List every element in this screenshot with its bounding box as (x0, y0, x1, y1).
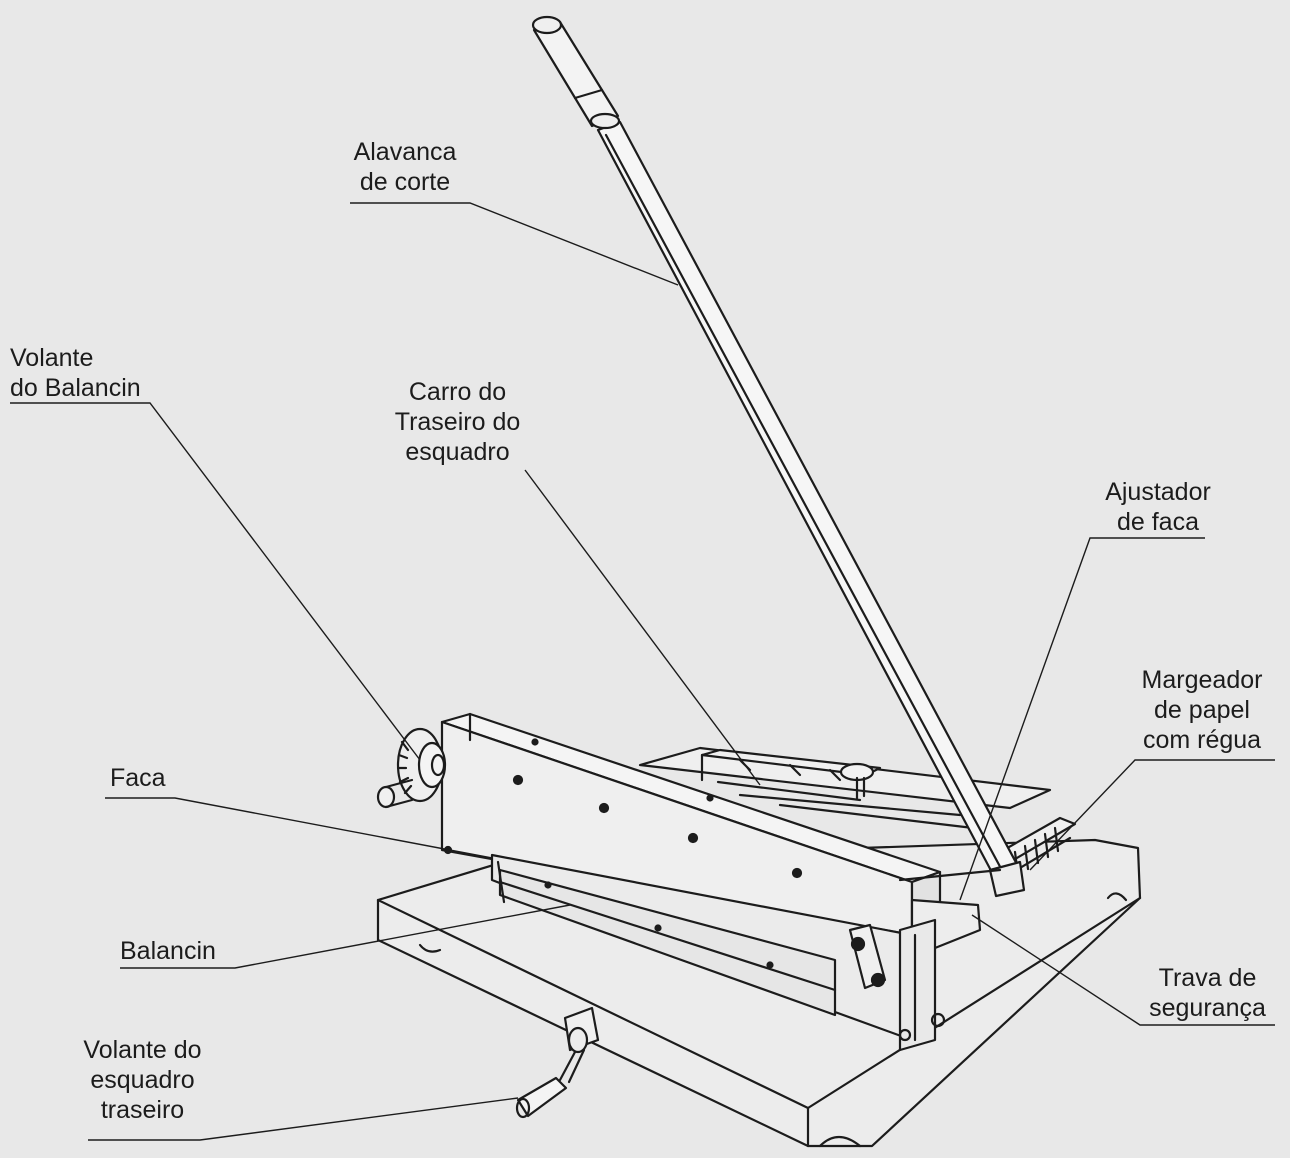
label-margeador: Margeador de papel com régua (1122, 665, 1282, 755)
label-line: traseiro (100, 1096, 185, 1124)
right-frame (848, 898, 982, 1052)
label-carro: Carro do Traseiro do esquadro (375, 377, 540, 467)
label-line: Balancin (120, 937, 216, 965)
label-line: de faca (1116, 508, 1199, 536)
label-trava: Trava de segurança (1135, 963, 1280, 1023)
label-line: Ajustador (1105, 478, 1211, 506)
leader-volante-balancin (10, 402, 421, 761)
leader-margeador (1029, 759, 1275, 871)
label-line: esquadro (90, 1066, 195, 1094)
leader-carro (524, 469, 761, 786)
label-line: Alavanca (353, 138, 457, 166)
label-line: Volante do (83, 1036, 202, 1064)
label-line: esquadro (405, 438, 510, 466)
label-line: do Balancin (10, 374, 141, 402)
label-line: de corte (359, 168, 451, 196)
label-line: Carro do (408, 378, 507, 406)
label-line: com régua (1142, 726, 1262, 754)
label-line: de papel (1154, 696, 1250, 724)
cutting-lever (531, 15, 1026, 898)
back-gauge-carriage (638, 746, 1052, 832)
blade-handwheel (376, 727, 447, 809)
leader-balancin (120, 904, 571, 969)
label-line: segurança (1149, 994, 1266, 1022)
leader-ajustador (959, 537, 1205, 901)
label-line: Trava de (1158, 964, 1257, 992)
label-line: Faca (110, 764, 166, 792)
label-line: Volante (10, 344, 94, 372)
leader-volante-esquadro (88, 1097, 519, 1141)
label-line: Margeador (1141, 666, 1263, 694)
leader-faca (105, 797, 493, 859)
label-volante-balancin: Volante do Balancin (10, 343, 141, 403)
back-gauge-crank (515, 1006, 600, 1119)
label-ajustador: Ajustador de faca (1088, 477, 1228, 537)
label-line: Traseiro do (394, 408, 521, 436)
leader-trava (971, 914, 1275, 1026)
label-balancin: Balancin (120, 936, 216, 966)
label-alavanca: Alavanca de corte (330, 137, 480, 197)
label-volante-esquadro: Volante do esquadro traseiro (60, 1035, 225, 1125)
blade-plate (490, 853, 914, 1042)
label-faca: Faca (110, 763, 166, 793)
leader-alavanca (350, 202, 679, 286)
